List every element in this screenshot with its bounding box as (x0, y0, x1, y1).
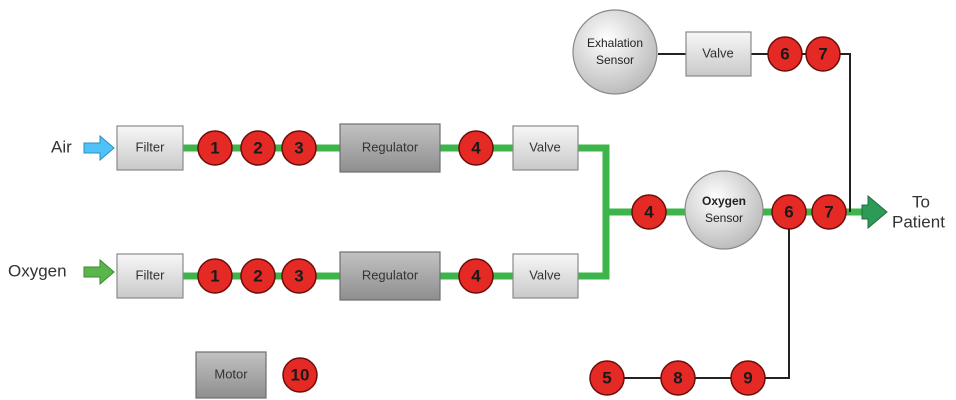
node-air-4-label: 4 (471, 139, 481, 158)
filter-oxygen-label: Filter (136, 267, 166, 282)
node-exhalation-7: 7 (805, 36, 841, 72)
valve-air: Valve (512, 125, 579, 171)
node-bottom-5: 5 (589, 360, 625, 396)
node-oxygen-2: 2 (240, 258, 276, 294)
node-exhalation-6: 6 (767, 36, 803, 72)
node-oxygen-2-label: 2 (253, 267, 262, 286)
node-bottom-5-label: 5 (602, 369, 611, 388)
oxygen-sensor-label-line1: Oxygen (702, 194, 746, 208)
motor-label: Motor (214, 366, 248, 381)
valve-exhalation: Valve (685, 31, 752, 77)
node-oxygen-1-label: 1 (210, 267, 219, 286)
regulator-oxygen-label: Regulator (362, 267, 419, 282)
air-input-label: Air (51, 137, 72, 156)
oxygen-arrow-icon (83, 258, 115, 286)
node-outlet-7-label: 7 (824, 203, 833, 222)
node-outlet-6-label: 6 (784, 203, 793, 222)
oxygen-sensor-label-line2: Sensor (705, 211, 743, 225)
exhalation-sensor-label-line2: Sensor (596, 53, 634, 67)
valve-oxygen: Valve (512, 253, 579, 299)
to-patient-label-line2: Patient (892, 212, 945, 231)
oxygen-valve-pipe (578, 212, 610, 280)
node-oxygen-3: 3 (281, 258, 317, 294)
node-motor-10: 10 (282, 357, 318, 393)
node-outlet-7: 7 (811, 194, 847, 230)
node-bottom-8-label: 8 (673, 369, 682, 388)
node-bottom-8: 8 (660, 360, 696, 396)
node-bottom-9: 9 (730, 360, 766, 396)
air-arrow-icon (83, 134, 115, 162)
node-oxygen-4-label: 4 (471, 267, 481, 286)
valve-air-label: Valve (529, 139, 561, 154)
node-oxygen-1: 1 (197, 258, 233, 294)
regulator-air: Regulator (339, 123, 441, 173)
exhalation-sensor: Exhalation Sensor (572, 9, 658, 95)
node-outlet-6: 6 (771, 194, 807, 230)
node-air-1: 1 (197, 130, 233, 166)
node-air-2-label: 2 (253, 139, 262, 158)
exhalation-return-line (751, 53, 851, 212)
node-motor-10-label: 10 (291, 366, 310, 385)
node-mix-4-label: 4 (644, 203, 654, 222)
node-oxygen-3-label: 3 (294, 267, 303, 286)
node-oxygen-4: 4 (458, 258, 494, 294)
numbered-nodes: 1 2 3 4 1 2 3 4 4 6 7 6 7 5 8 9 10 (197, 36, 847, 396)
node-mix-4: 4 (631, 194, 667, 230)
node-exhalation-6-label: 6 (780, 45, 789, 64)
regulator-air-label: Regulator (362, 139, 419, 154)
node-exhalation-7-label: 7 (818, 45, 827, 64)
filter-air-label: Filter (136, 139, 166, 154)
node-air-3-label: 3 (294, 139, 303, 158)
node-air-1-label: 1 (210, 139, 219, 158)
exhalation-sensor-label-line1: Exhalation (587, 36, 643, 50)
node-air-2: 2 (240, 130, 276, 166)
node-air-4: 4 (458, 130, 494, 166)
oxygen-input-label: Oxygen (8, 261, 67, 280)
valve-exhalation-label: Valve (702, 45, 734, 60)
motor: Motor (195, 351, 267, 399)
regulator-oxygen: Regulator (339, 251, 441, 301)
valve-oxygen-label: Valve (529, 267, 561, 282)
node-bottom-9-label: 9 (743, 369, 752, 388)
to-patient-label-line1: To (912, 192, 930, 211)
air-valve-pipe (578, 144, 610, 212)
filter-oxygen: Filter (116, 253, 184, 299)
outlet-arrow-icon (861, 194, 888, 230)
oxygen-sensor: Oxygen Sensor (684, 170, 764, 250)
filter-air: Filter (116, 125, 184, 171)
node-air-3: 3 (281, 130, 317, 166)
